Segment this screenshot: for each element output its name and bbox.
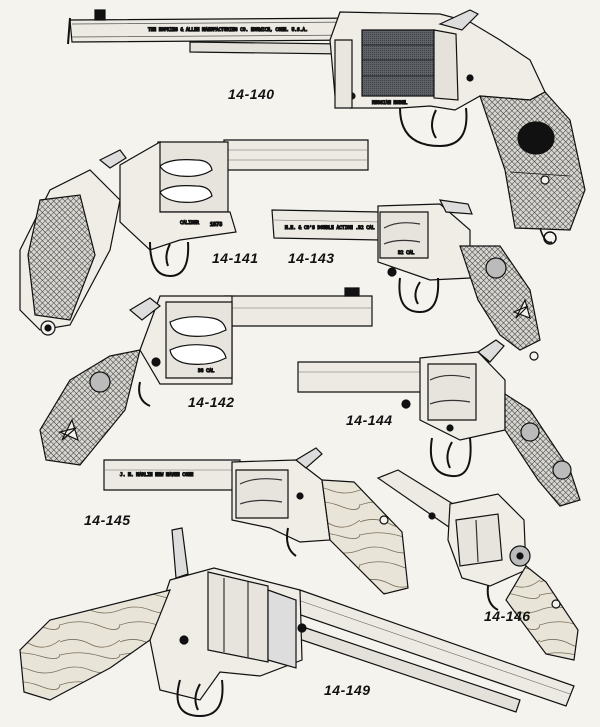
figure-label-14-142: 14-142 — [188, 394, 235, 410]
figure-label-14-145: 14-145 — [84, 512, 131, 528]
revolver-14-143: M.H. & CO'S DOUBLE ACTION .32 CAL 32 CAL — [272, 200, 540, 360]
marking-14-143-frame: 32 CAL — [398, 250, 415, 256]
figure-label-14-140: 14-140 — [228, 86, 275, 102]
marking-14-141-caliber: CALIBER — [180, 220, 199, 226]
revolver-14-141: CALIBER 1873 — [20, 140, 368, 335]
marking-14-140-barrel: THE HOPKINS & ALLEN MANUFACTURING CO. NO… — [148, 27, 308, 33]
revolver-14-149 — [20, 528, 574, 716]
marking-14-141-year: 1873 — [210, 222, 222, 228]
figure-label-14-141: 14-141 — [212, 250, 259, 266]
figure-label-14-149: 14-149 — [324, 682, 371, 698]
figure-label-14-143: 14-143 — [288, 250, 335, 266]
revolver-14-146 — [378, 470, 578, 660]
marking-14-142-frame: 38 CAL — [198, 368, 215, 374]
revolver-14-145: J. M. MARLIN NEW HAVEN CONN — [104, 448, 408, 594]
marking-14-143-barrel: M.H. & CO'S DOUBLE ACTION .32 CAL — [285, 225, 375, 231]
revolver-14-140: THE HOPKINS & ALLEN MANUFACTURING CO. NO… — [68, 10, 585, 244]
figure-label-14-144: 14-144 — [346, 412, 393, 428]
marking-14-145-barrel: J. M. MARLIN NEW HAVEN CONN — [120, 472, 193, 478]
revolver-14-142: 38 CAL — [40, 288, 372, 465]
figure-label-14-146: 14-146 — [484, 608, 531, 624]
marking-14-140-frame: RUSSIAN MODEL — [372, 100, 408, 106]
revolver-14-144 — [298, 340, 580, 506]
